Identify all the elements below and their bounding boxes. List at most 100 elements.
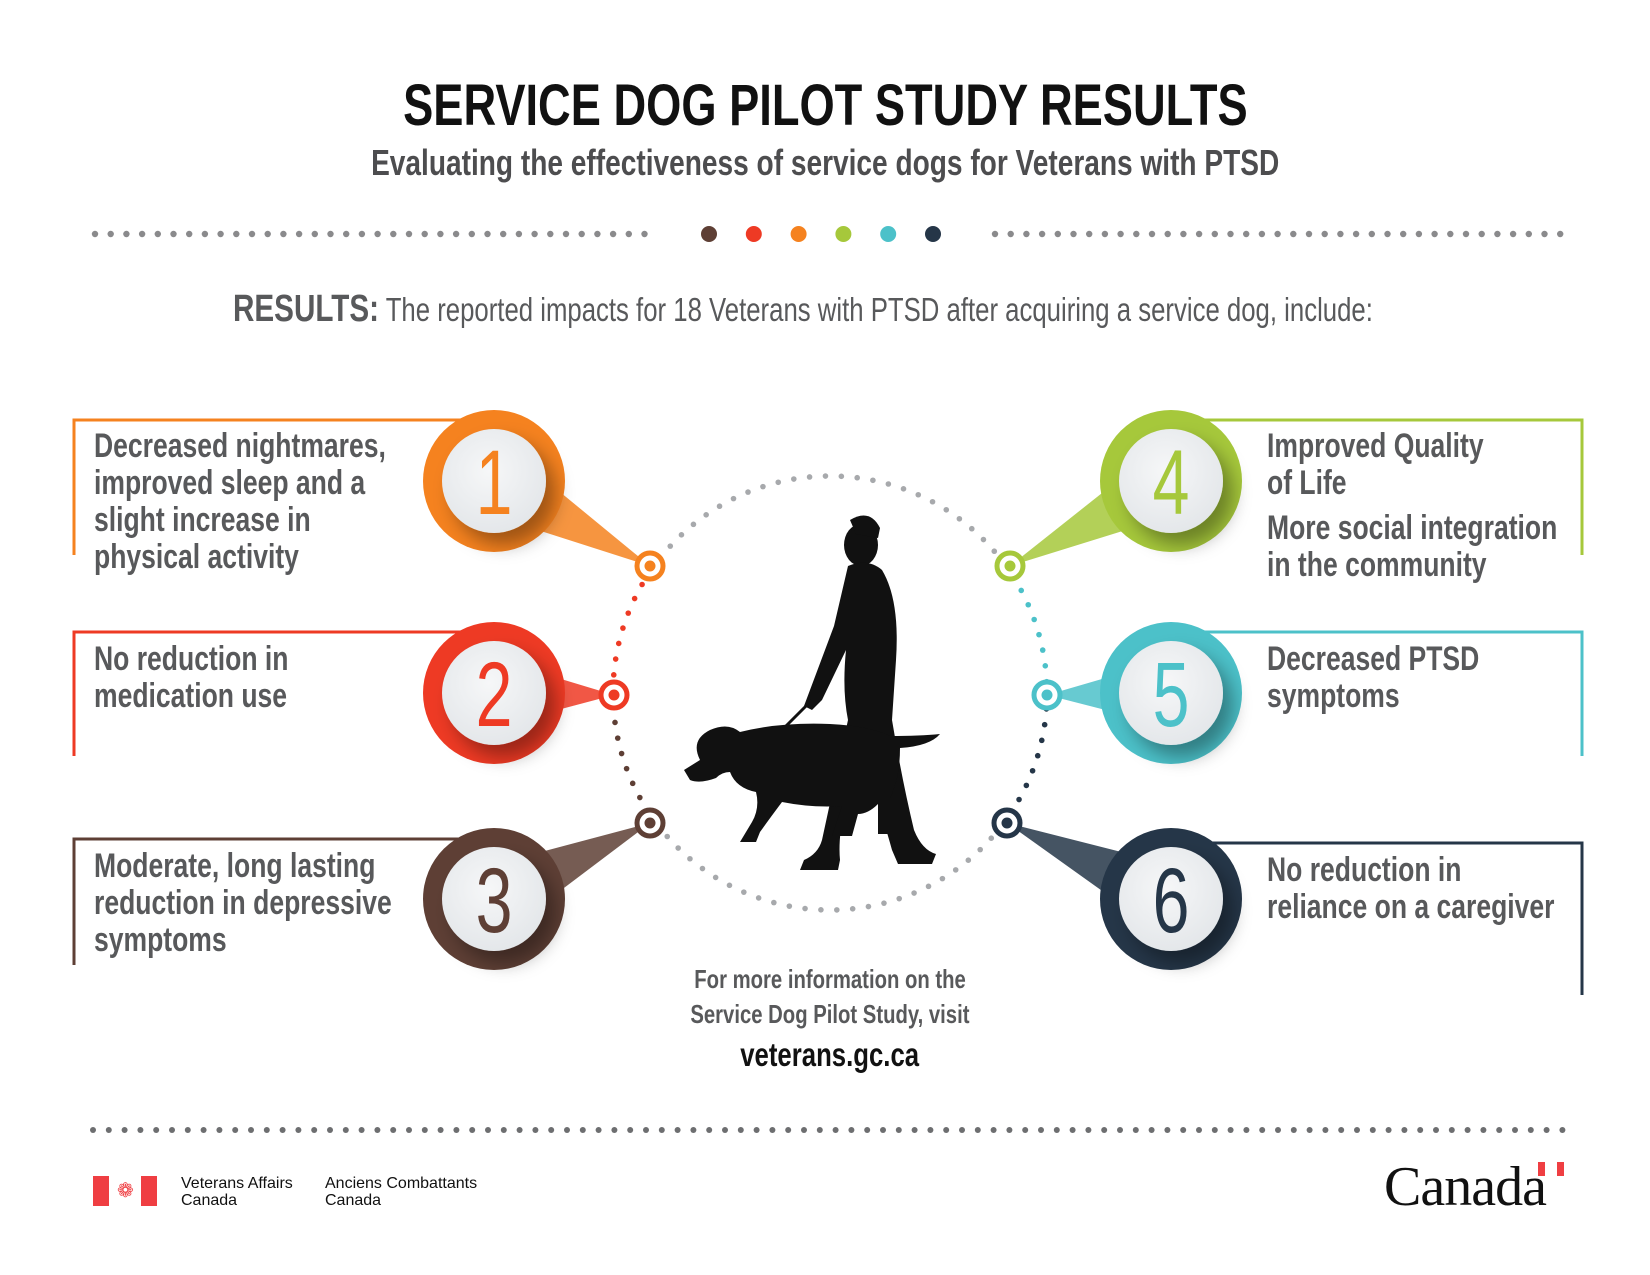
item-frames [72,418,1584,995]
divider-dot [405,230,413,238]
ring-dot [980,536,987,543]
ring-dot [802,905,808,912]
badge-number: 6 [1153,848,1190,951]
divider-dot [895,1127,902,1133]
divider-dot [107,230,114,238]
ring-dot [1041,721,1048,728]
color-dot [925,226,941,242]
divider-dot [1274,230,1281,238]
ring-dot [629,780,636,787]
divider-dot [311,230,318,238]
divider-dot [548,1127,555,1133]
ring-dot [806,474,813,480]
divider-dot [1180,1127,1187,1133]
ring-dot [991,548,998,555]
divider-dot [564,1127,570,1133]
divider-dot [832,1127,839,1133]
divider-dot [1338,1127,1345,1133]
title-text: SERVICE DOG PILOT STUDY RESULTS [402,73,1248,138]
divider-dot [1478,230,1485,238]
item-line: in the community [1267,546,1487,584]
divider-dot [201,230,209,238]
divider-dot [1306,1127,1313,1133]
ring-dot [911,890,917,896]
divider-dot [690,1127,697,1133]
divider-dot [295,1127,302,1133]
ring-dot [631,595,638,602]
ring-dot [745,489,751,495]
divider-dot [342,1127,349,1133]
divider-dot [1133,230,1140,238]
divider-dot [1385,1127,1392,1133]
divider-dot [1275,1127,1281,1133]
more-info-line: Service Dog Pilot Study, visit [690,999,970,1029]
divider-dot [594,230,601,238]
badge-inner [1119,429,1223,533]
item-frame [1171,418,1584,555]
divider-dot [674,1127,681,1133]
divider-dot [468,230,475,238]
divider-dot [1354,1127,1360,1133]
ring-dot [865,903,872,910]
item-line: of Life [1267,464,1347,502]
divider-dot [1322,1127,1329,1133]
divider-dot [263,1127,270,1133]
item-line: improved sleep and a [94,464,366,502]
divider-dot [641,230,648,238]
divider-dot [1195,230,1203,238]
divider-dot [484,230,491,238]
target-dot [1041,689,1053,701]
ring-dot [818,907,824,913]
divider-dot [1369,1127,1376,1133]
divider-dot [138,230,146,238]
ring-dot [1016,796,1022,803]
divider-dot [1211,1127,1218,1133]
divider-dot [1101,230,1109,238]
divider-dot [390,1127,397,1133]
divider-dot [516,1127,523,1133]
divider-dot [1117,230,1124,238]
ring-dot [1029,767,1036,774]
divider-dot [91,230,99,238]
ring-dot [896,895,903,902]
ring-dot [741,889,747,895]
divider-dot [1243,1127,1250,1133]
divider-dot [295,230,303,238]
target-dot [1004,560,1016,572]
divider-dot [500,230,507,238]
divider-dot [927,1127,934,1133]
ring-dot [612,656,619,662]
divider-dot [1006,1127,1013,1133]
divider-dot [1448,1127,1455,1133]
divider-dot [532,1127,539,1133]
ring-dot [952,867,959,873]
ring-dot [687,855,693,862]
divider-dot [722,1127,728,1133]
color-dot [701,226,717,242]
divider-dot [1259,1127,1266,1133]
color-dot [745,226,762,242]
item-frame [72,837,494,965]
ring-dot [786,903,793,909]
ring-dot [712,874,719,881]
divider-dot [469,1127,476,1133]
ring-dot [760,483,766,490]
subtitle-text: Evaluating the effectiveness of service … [370,142,1280,183]
ring-dot [730,495,737,502]
ring-dot [678,532,685,538]
ring-dot [637,794,643,801]
website-link-text[interactable]: veterans.gc.ca [740,1036,920,1073]
canada-wordmark: Canada [1384,1155,1547,1219]
divider-dot [264,230,271,238]
divider-dot [137,1127,144,1133]
ring-dot [771,899,777,906]
website-link[interactable]: veterans.gc.ca [0,1036,1650,1074]
divider-dot [327,230,334,238]
color-dot [790,226,807,242]
signature-line: Canada [325,1192,382,1209]
divider-dot [959,1127,965,1133]
divider-dot [358,1127,365,1133]
page-title: SERVICE DOG PILOT STUDY RESULTS [0,72,1650,139]
